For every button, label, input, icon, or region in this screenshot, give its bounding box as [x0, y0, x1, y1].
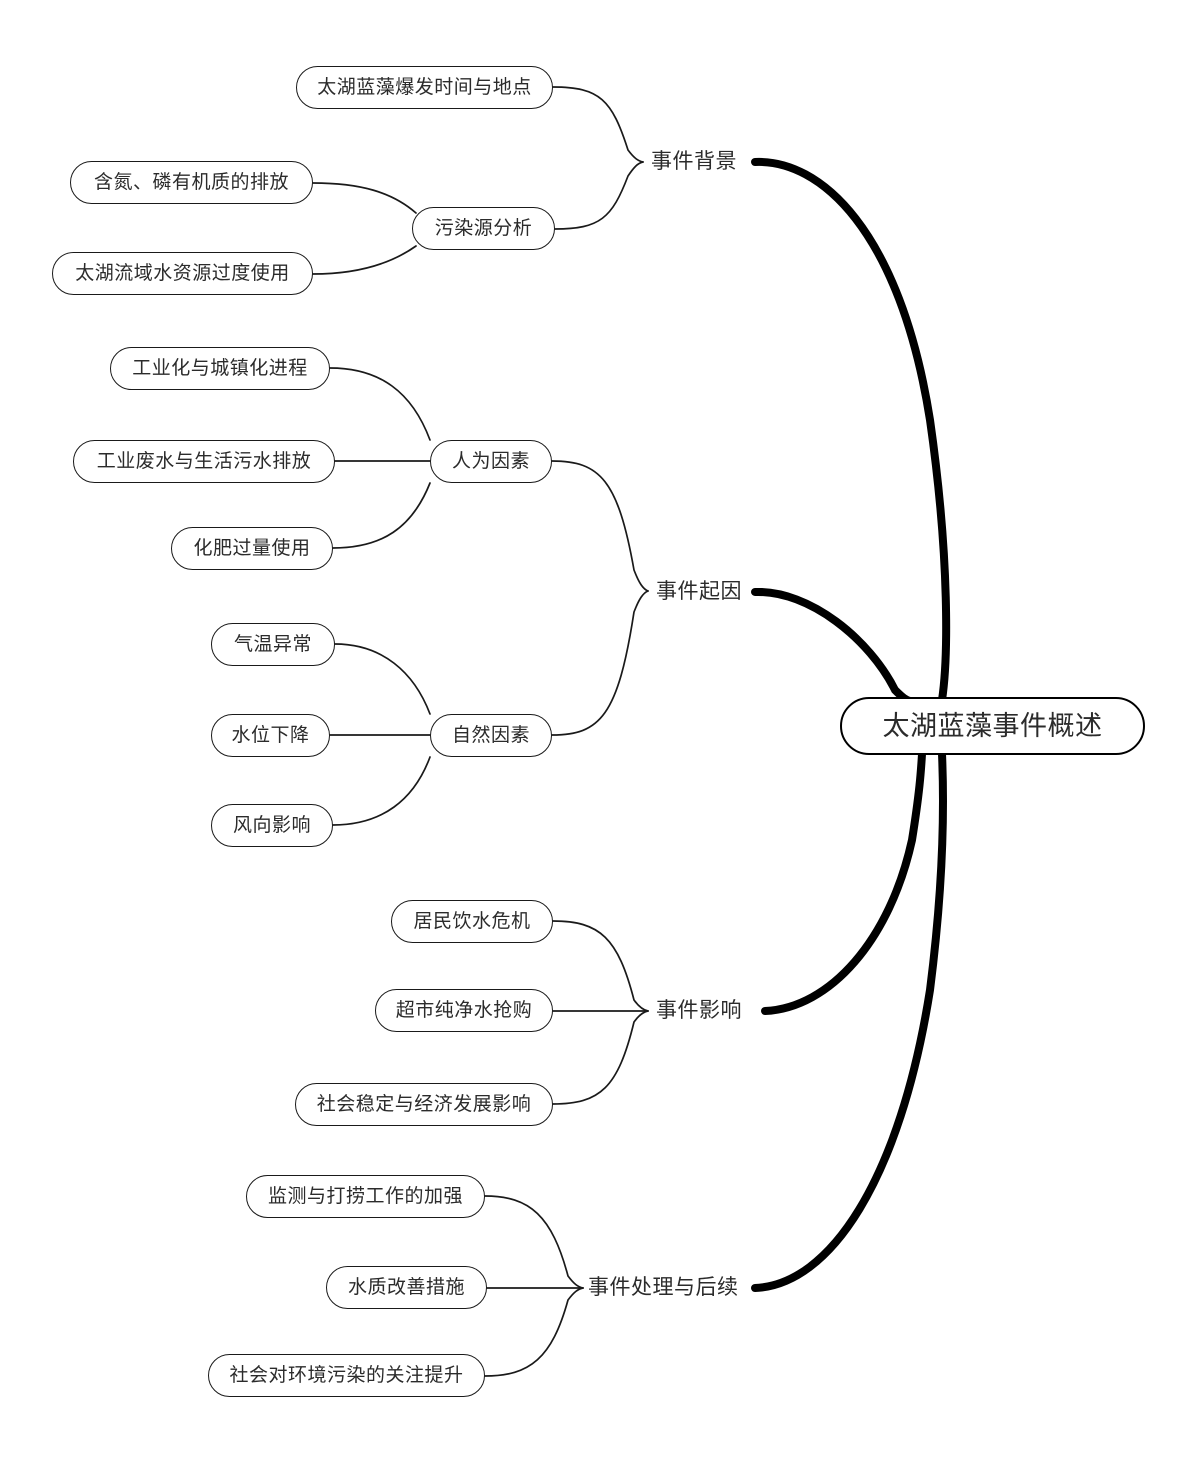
node-label: 太湖流域水资源过度使用 [75, 263, 290, 284]
edge-followup-to-attention [484, 1287, 584, 1377]
node-label: 人为因素 [451, 451, 530, 472]
edge-source-to-nitrogen [312, 182, 417, 214]
trunk-impact [761, 750, 926, 1015]
leaf-water-level-drop[interactable]: 水位下降 [211, 714, 330, 757]
node-label: 太湖蓝藻爆发时间与地点 [317, 77, 532, 98]
node-label: 污染源分析 [434, 218, 533, 239]
trunk-followup [751, 750, 947, 1292]
edge-human-to-fertilizer [332, 482, 431, 549]
edge-impact-to-drinking [552, 920, 649, 1012]
edge-bg-to-source [554, 161, 644, 230]
central-node[interactable]: 太湖蓝藻事件概述 [840, 697, 1145, 755]
node-natural-factors[interactable]: 自然因素 [430, 714, 552, 757]
trunk-background [751, 157, 951, 704]
branch-label-text: 事件起因 [656, 580, 742, 603]
node-label: 水质改善措施 [347, 1277, 465, 1298]
trunk-cause [751, 587, 914, 705]
node-label: 超市纯净水抢购 [395, 1000, 533, 1021]
node-label: 气温异常 [233, 634, 312, 655]
node-label: 化肥过量使用 [193, 538, 311, 559]
branch-label-followup[interactable]: 事件处理与后续 [588, 1277, 739, 1298]
leaf-nitrogen-phosphorus-discharge[interactable]: 含氮、磷有机质的排放 [70, 161, 313, 204]
leaf-resident-drinking-water-crisis[interactable]: 居民饮水危机 [391, 900, 553, 943]
node-label: 社会对环境污染的关注提升 [229, 1365, 464, 1386]
central-node-label: 太湖蓝藻事件概述 [882, 710, 1103, 741]
edge-natural-to-temp [334, 643, 431, 715]
edge-impact-to-society [552, 1010, 649, 1105]
node-label: 工业化与城镇化进程 [132, 358, 308, 379]
branch-label-text: 事件处理与后续 [588, 1276, 739, 1299]
edge-source-to-water [312, 245, 417, 275]
branch-label-text: 事件背景 [651, 150, 737, 173]
edge-cause-to-human [551, 460, 649, 592]
edge-bg-to-time [552, 86, 644, 163]
edge-followup-to-monitor [484, 1195, 584, 1289]
branch-label-text: 事件影响 [656, 999, 742, 1022]
node-pollution-source-analysis[interactable]: 污染源分析 [412, 207, 555, 250]
leaf-supermarket-water-rush[interactable]: 超市纯净水抢购 [375, 989, 553, 1032]
leaf-industrial-domestic-wastewater[interactable]: 工业废水与生活污水排放 [73, 440, 335, 483]
node-label: 监测与打捞工作的加强 [267, 1186, 463, 1207]
node-human-factors[interactable]: 人为因素 [430, 440, 552, 483]
branch-label-background[interactable]: 事件背景 [651, 151, 737, 172]
branch-label-impact[interactable]: 事件影响 [656, 1000, 742, 1021]
node-label: 含氮、磷有机质的排放 [93, 172, 289, 193]
edge-cause-to-natural [551, 590, 649, 736]
node-label: 水位下降 [231, 725, 310, 746]
leaf-outbreak-time-place[interactable]: 太湖蓝藻爆发时间与地点 [296, 66, 553, 109]
branch-label-cause[interactable]: 事件起因 [656, 581, 742, 602]
leaf-temperature-anomaly[interactable]: 气温异常 [211, 623, 335, 666]
leaf-social-economic-impact[interactable]: 社会稳定与经济发展影响 [295, 1083, 553, 1126]
leaf-excess-fertilizer[interactable]: 化肥过量使用 [171, 527, 333, 570]
leaf-wind-direction-effect[interactable]: 风向影响 [211, 804, 333, 847]
node-label: 自然因素 [451, 725, 530, 746]
node-label: 居民饮水危机 [413, 911, 531, 932]
node-label: 社会稳定与经济发展影响 [316, 1094, 532, 1115]
leaf-water-resource-overuse[interactable]: 太湖流域水资源过度使用 [52, 252, 313, 295]
leaf-water-quality-measures[interactable]: 水质改善措施 [326, 1266, 487, 1309]
edge-natural-to-wind [332, 756, 431, 826]
leaf-monitoring-salvage-strengthen[interactable]: 监测与打捞工作的加强 [246, 1175, 485, 1218]
leaf-public-pollution-awareness[interactable]: 社会对环境污染的关注提升 [208, 1354, 485, 1397]
edge-human-to-industrial [329, 367, 431, 441]
node-label: 工业废水与生活污水排放 [96, 451, 312, 472]
node-label: 风向影响 [232, 815, 311, 836]
leaf-industrialization-urbanization[interactable]: 工业化与城镇化进程 [110, 347, 330, 390]
